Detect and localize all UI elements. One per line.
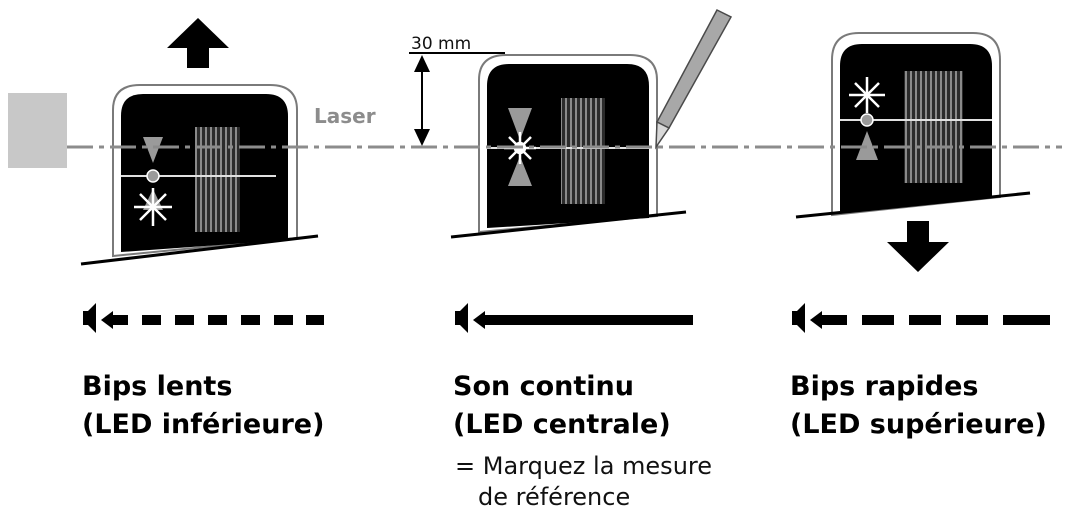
reference-mark-note: = Marquez la mesure de référence [455, 451, 712, 513]
led-lit-top-icon [849, 77, 885, 113]
note-line-1: = Marquez la mesure [455, 452, 713, 480]
note-line-2: de référence [478, 483, 631, 511]
ground-line [795, 191, 1031, 219]
ground-line [80, 234, 319, 266]
receiver-device-high [795, 32, 1031, 219]
speaker-icon [455, 303, 468, 333]
led-lit-bottom-icon [134, 188, 172, 226]
sensor-window [904, 71, 963, 183]
caption-subtitle: (LED supérieure) [790, 409, 1047, 440]
sound-indicator-fast [792, 303, 1050, 333]
speaker-icon [792, 303, 805, 333]
receiver-device-low [80, 84, 319, 266]
speaker-icon [83, 303, 96, 333]
caption-title: Son continu [453, 371, 634, 402]
distance-label: 30 mm [411, 34, 471, 54]
ground-line [450, 210, 687, 239]
receiver-device-center [450, 54, 687, 239]
caption-continuous-tone: Son continu (LED centrale) [453, 368, 671, 444]
caption-subtitle: (LED inférieure) [82, 409, 325, 440]
sound-indicator-continuous [455, 303, 693, 333]
caption-slow-beeps: Bips lents (LED inférieure) [82, 368, 324, 444]
pencil-icon [655, 9, 733, 150]
laser-source [8, 93, 67, 168]
sensor-window [195, 127, 240, 232]
caption-fast-beeps: Bips rapides (LED supérieure) [790, 368, 1047, 444]
caption-subtitle: (LED centrale) [453, 409, 671, 440]
sensor-window [561, 98, 605, 204]
led-indicator-triangles [508, 108, 532, 186]
sound-indicator-slow [83, 303, 324, 333]
laser-label: Laser [314, 104, 376, 128]
arrow-down-icon [887, 221, 949, 272]
arrow-up-icon [167, 18, 229, 68]
caption-title: Bips rapides [790, 371, 979, 402]
distance-marker [409, 52, 505, 146]
caption-title: Bips lents [82, 371, 233, 402]
